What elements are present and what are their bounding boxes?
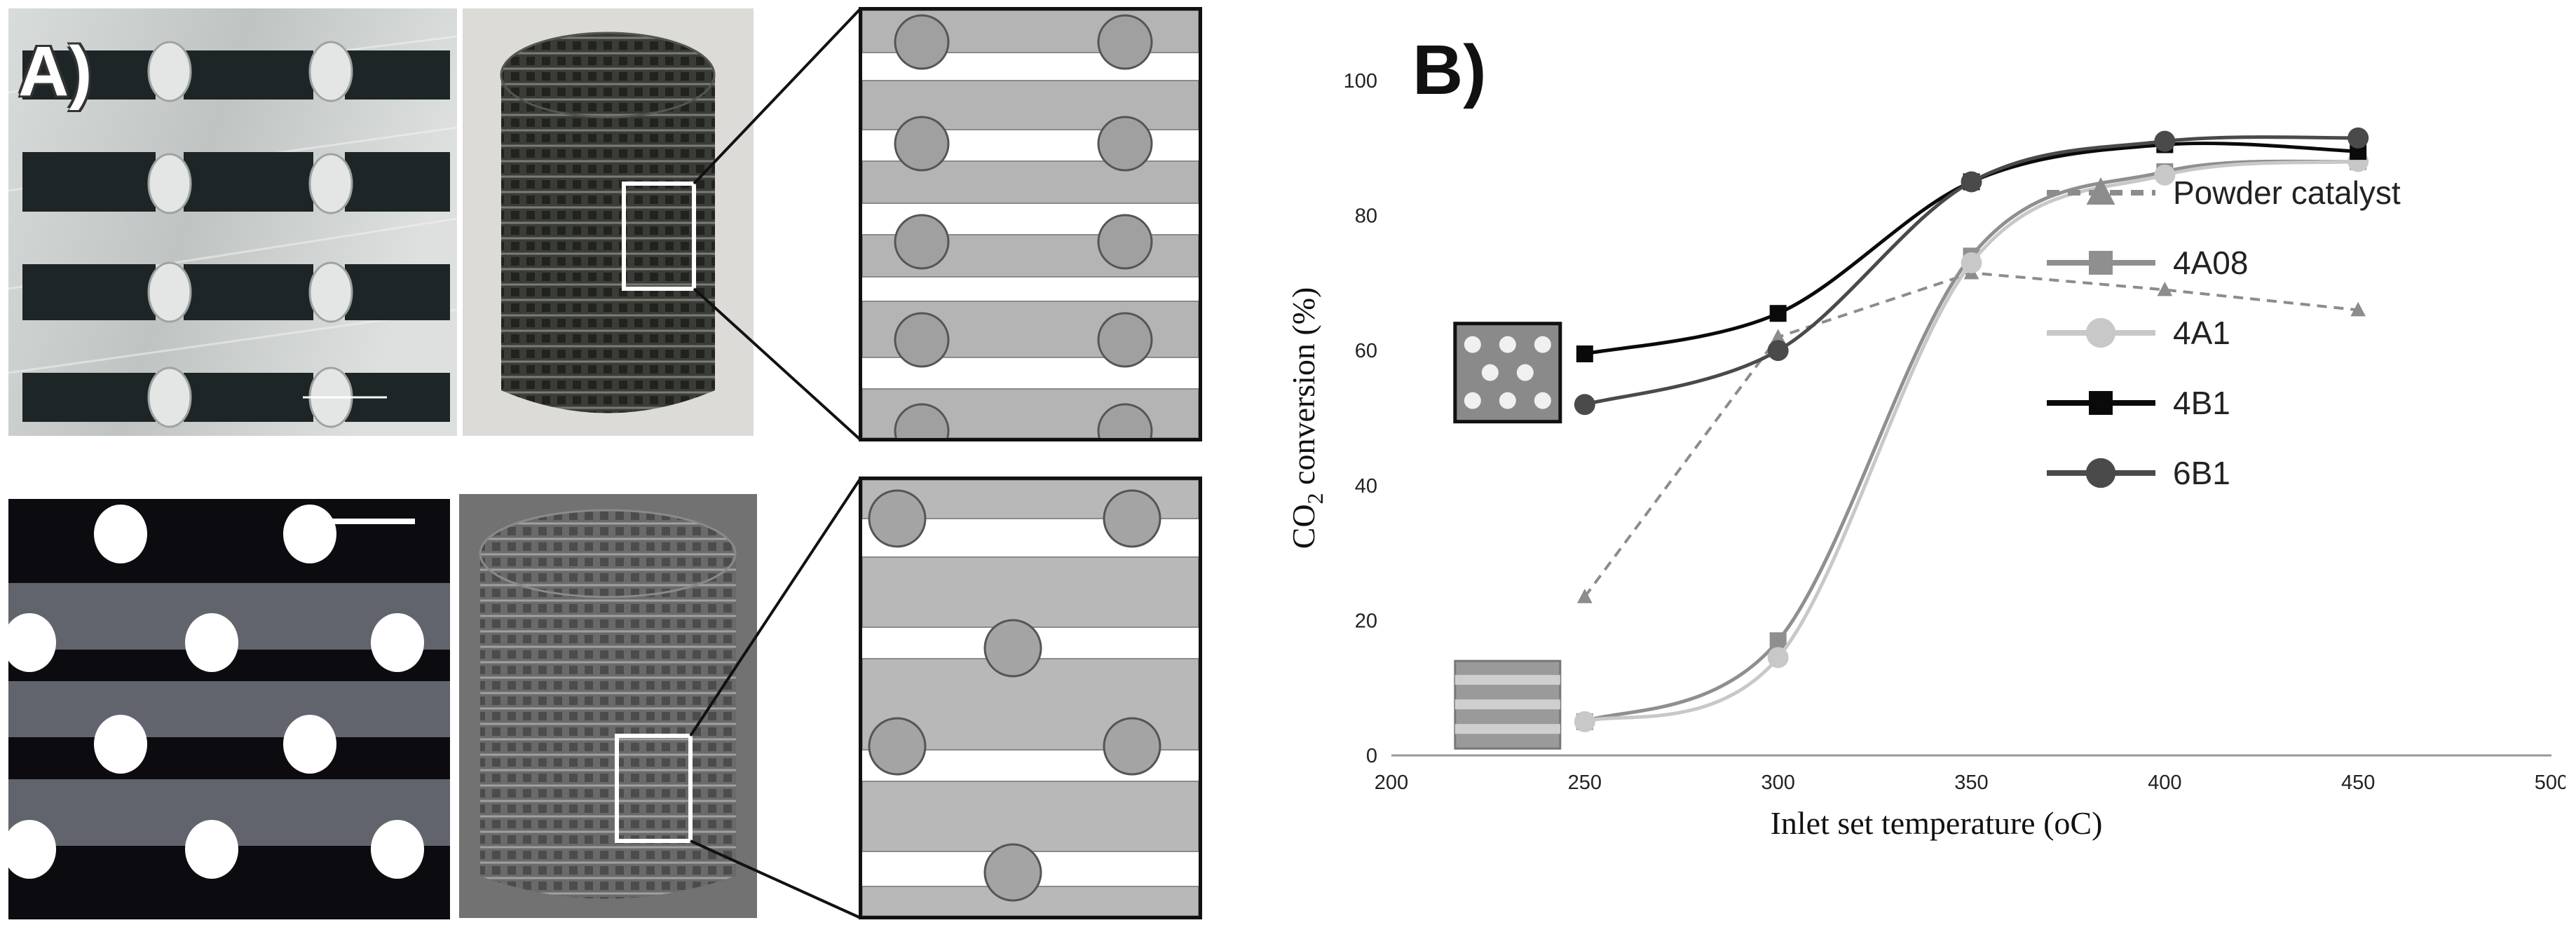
data-point [1767, 647, 1789, 669]
series-line [1583, 271, 2359, 598]
data-point [1767, 340, 1789, 362]
cad-zoom-top [859, 7, 1202, 441]
chart-legend: Powder catalyst 4A08 4A1 4B1 6B1 [2047, 174, 2401, 491]
data-point [2154, 130, 2176, 152]
panel-a-label: A) [18, 32, 93, 111]
y-tick-label: 0 [1366, 745, 1377, 767]
conversion-chart: 200 250 300 350 400 450 500 0 20 40 60 80 100 Powder… [1286, 70, 2565, 841]
x-tick-label: 450 [2341, 772, 2375, 794]
series-line [1583, 159, 2359, 724]
series-powder-catalyst [1577, 264, 2366, 603]
y-axis-title-prefix: CO [1286, 504, 1321, 549]
y-tick-label: 20 [1355, 610, 1377, 632]
series-4a08 [1576, 153, 2367, 730]
data-point [2154, 164, 2176, 186]
data-point [1576, 345, 1593, 363]
y-tick-label: 40 [1355, 475, 1377, 498]
x-tick-label: 400 [2148, 772, 2181, 794]
cad-zoom-bottom [859, 477, 1202, 919]
legend-label: 6B1 [2173, 455, 2230, 491]
micrograph-top-image [8, 8, 457, 436]
monolith-photo-top [463, 8, 754, 436]
legend-entry: 6B1 [2047, 455, 2230, 491]
data-point [1769, 632, 1787, 650]
legend-entry: 4A1 [2047, 315, 2230, 351]
panel-b-label: B) [1412, 31, 1487, 109]
data-point [1961, 252, 1982, 274]
x-tick-label: 500 [2535, 772, 2565, 794]
legend-label: 4A1 [2173, 315, 2230, 351]
data-point [2157, 281, 2173, 296]
legend-label: Powder catalyst [2173, 174, 2401, 211]
legend-label: 4B1 [2173, 385, 2230, 421]
legend-label: 4A08 [2173, 245, 2248, 281]
series-line [1584, 160, 2359, 724]
data-point [2347, 127, 2369, 149]
data-point [1770, 329, 1786, 343]
x-tick-label: 300 [1761, 772, 1794, 794]
series-4a1 [1574, 151, 2369, 732]
x-tick-label: 200 [1375, 772, 1408, 794]
inset-aligned-lattice [1454, 659, 1562, 750]
chart-series [1574, 127, 2369, 732]
legend-marker [2086, 177, 2115, 205]
data-point [2350, 301, 2366, 317]
inset-staggered-lattice [1453, 322, 1562, 424]
legend-marker [2089, 251, 2113, 275]
y-tick-label: 60 [1355, 340, 1377, 362]
data-point [1577, 588, 1593, 603]
micrograph-bottom-image [8, 499, 450, 919]
x-tick-label: 350 [1954, 772, 1988, 794]
data-point [1574, 711, 1595, 732]
y-tick-label: 80 [1355, 205, 1377, 228]
legend-marker [2085, 317, 2116, 348]
legend-marker [2085, 458, 2116, 488]
data-point [1961, 171, 1982, 193]
legend-entry: 4B1 [2047, 385, 2230, 421]
chart-axes: 200 250 300 350 400 450 500 0 20 40 60 80 100 [1344, 70, 2565, 794]
data-point [1574, 394, 1595, 416]
legend-entry: 4A08 [2047, 245, 2248, 281]
chart-insets [1453, 322, 1562, 750]
y-axis-title-subscript: 2 [1302, 493, 1328, 504]
legend-entry: Powder catalyst [2047, 174, 2401, 211]
y-axis-title-suffix: conversion (%) [1286, 287, 1321, 493]
monolith-photo-bottom [459, 494, 757, 918]
y-axis-title: CO2 conversion (%) [1286, 287, 1328, 549]
x-tick-label: 250 [1568, 772, 1602, 794]
series-6b1 [1574, 127, 2369, 416]
x-axis-title: Inlet set temperature (oC) [1771, 805, 2103, 841]
legend-marker [2089, 391, 2113, 415]
y-tick-label: 100 [1344, 70, 1377, 92]
data-point [1769, 305, 1787, 322]
